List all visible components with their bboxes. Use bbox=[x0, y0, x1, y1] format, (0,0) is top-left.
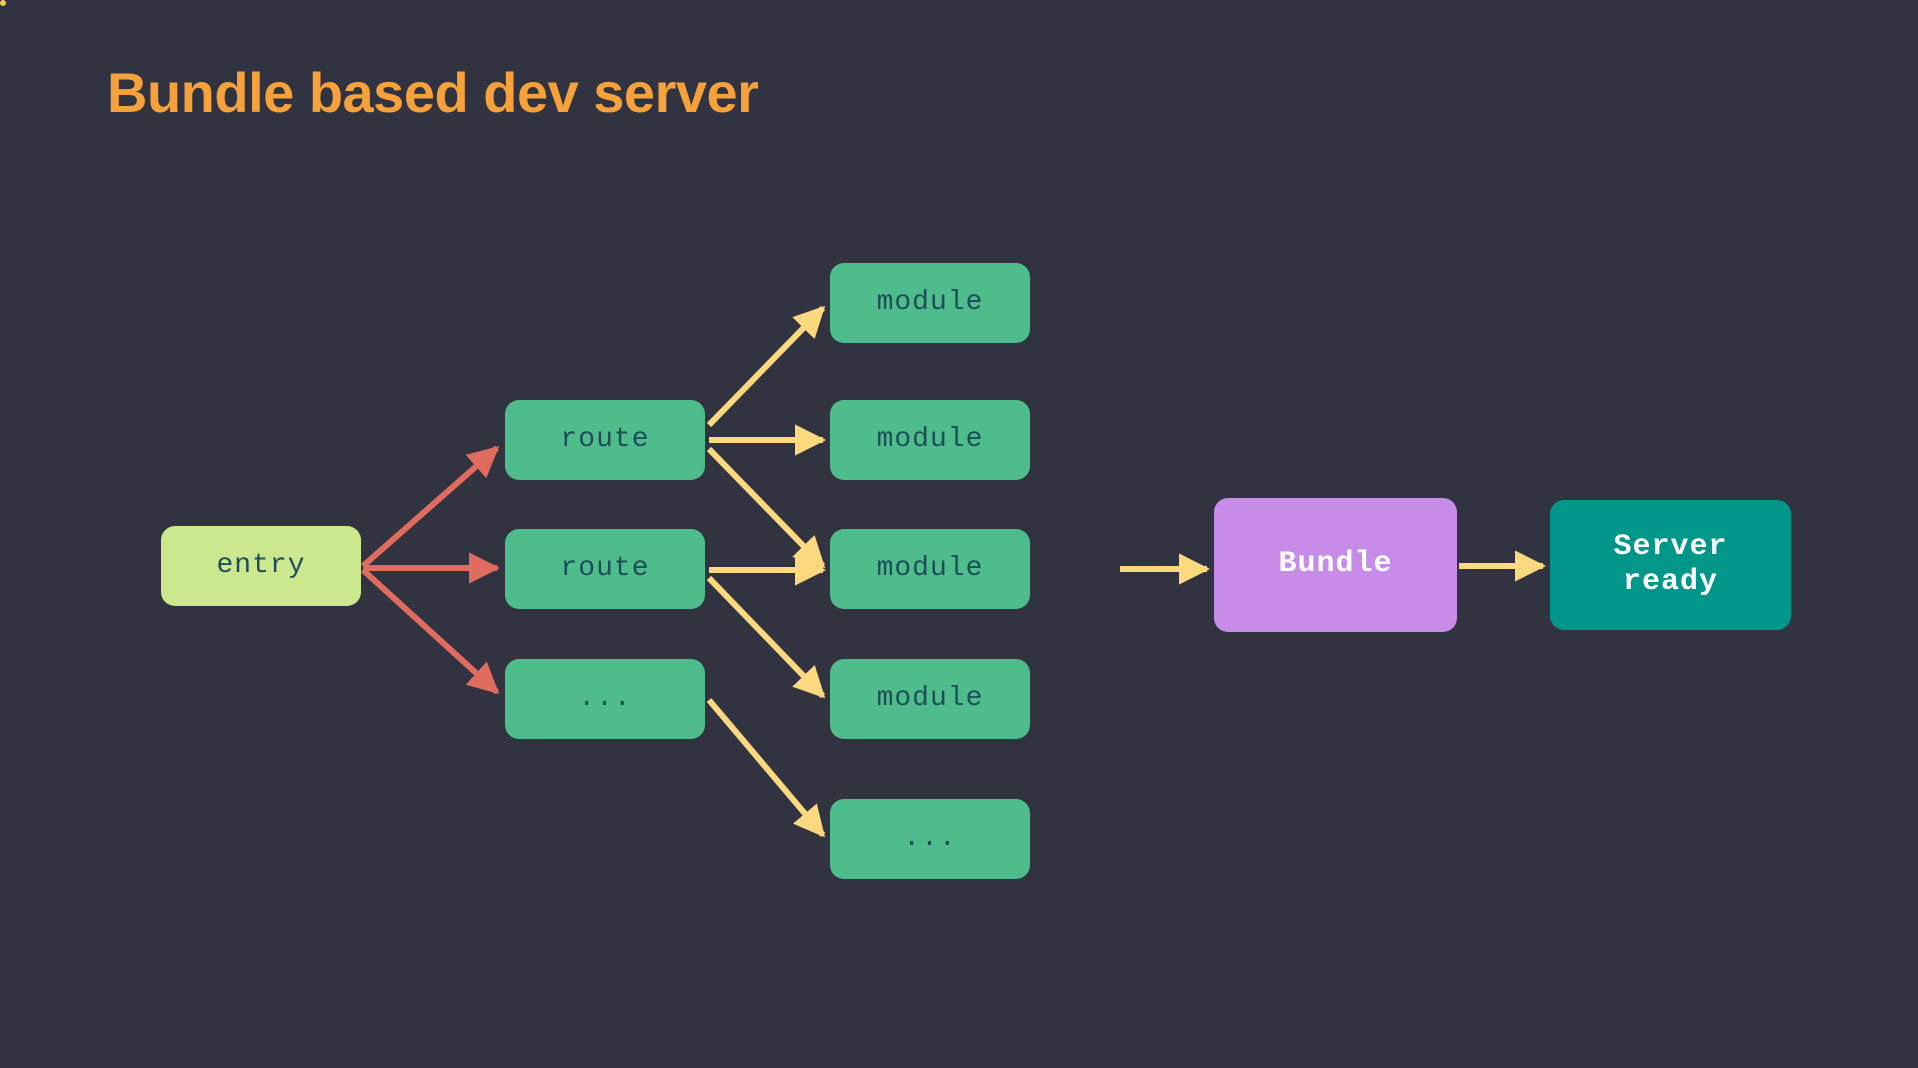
edge-route-1-to-module-3 bbox=[706, 446, 826, 569]
dev-server-boundary bbox=[0, 0, 6, 6]
node-module-more[interactable]: ... bbox=[830, 799, 1030, 879]
edge-route-2-to-module-4 bbox=[706, 575, 826, 699]
edge-route-1-to-module-1 bbox=[706, 305, 826, 428]
node-module-4[interactable]: module bbox=[830, 659, 1030, 739]
edge-route-more-to-module-more bbox=[706, 698, 826, 838]
node-module-2[interactable]: module bbox=[830, 400, 1030, 480]
node-route-2[interactable]: route bbox=[505, 529, 705, 609]
node-module-3[interactable]: module bbox=[830, 529, 1030, 609]
edge-entry-to-route-more bbox=[360, 567, 500, 695]
edge-entry-to-route-1 bbox=[361, 445, 500, 569]
page-title: Bundle based dev server bbox=[107, 61, 759, 124]
node-bundle[interactable]: Bundle bbox=[1214, 498, 1457, 632]
node-route-more[interactable]: ... bbox=[505, 659, 705, 739]
node-route-1[interactable]: route bbox=[505, 400, 705, 480]
node-entry[interactable]: entry bbox=[161, 526, 361, 606]
node-module-1[interactable]: module bbox=[830, 263, 1030, 343]
node-server-ready[interactable]: Server ready bbox=[1550, 500, 1791, 630]
